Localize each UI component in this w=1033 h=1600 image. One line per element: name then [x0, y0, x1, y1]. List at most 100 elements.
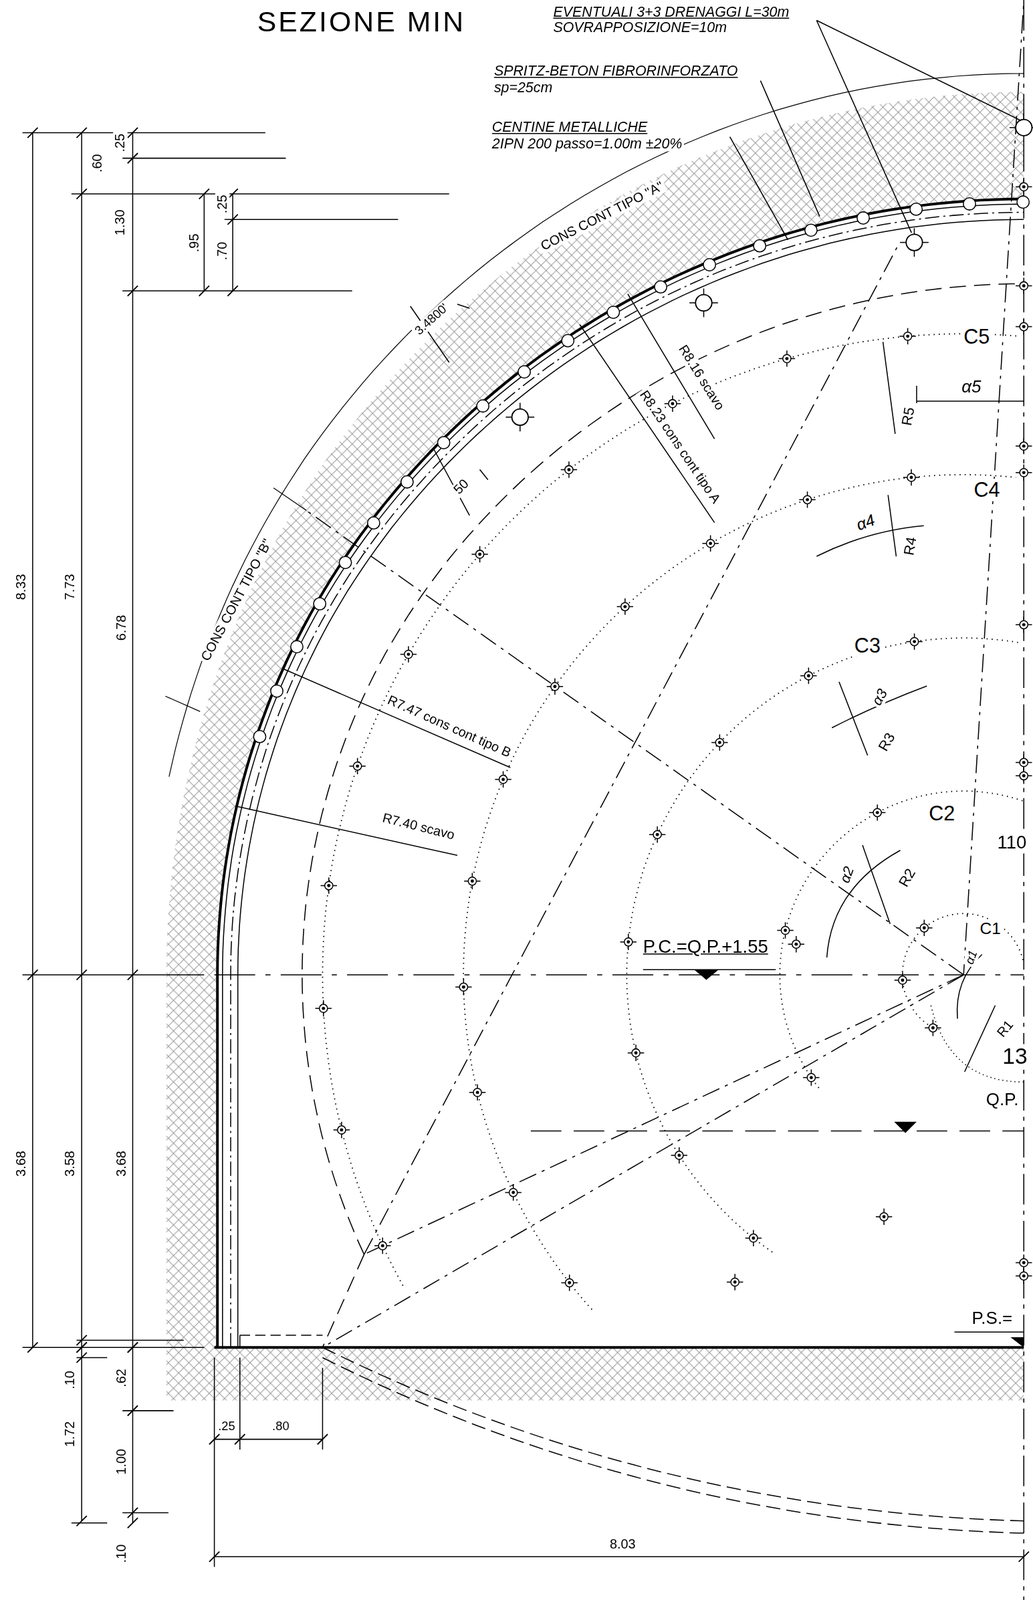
anchor-core: [882, 1214, 886, 1219]
ring-label: C4: [971, 478, 1002, 502]
anchor-tick: [802, 1077, 808, 1079]
anchor-tick: [332, 885, 337, 887]
anchor-tick: [1022, 464, 1025, 469]
anchor-core: [677, 1153, 681, 1157]
drain-hole: [518, 365, 531, 378]
fiberglass-anchor: [509, 1188, 518, 1197]
fiberglass-anchor: [353, 762, 362, 771]
anchor-core: [733, 1280, 737, 1284]
anchor-tick: [1022, 277, 1025, 282]
anchor-tick: [573, 1282, 578, 1284]
extension-line: [122, 1512, 169, 1514]
anchor-tick: [327, 1007, 332, 1009]
anchor-tick: [568, 1287, 571, 1292]
anchor-core: [406, 652, 410, 656]
drain-hole: [313, 597, 326, 610]
anchor-tick: [1027, 1275, 1032, 1278]
anchor-tick: [322, 1012, 325, 1017]
fiberglass-anchor: [749, 1234, 758, 1243]
radius-arrow: [883, 341, 896, 434]
anchor-tick: [340, 1121, 343, 1126]
anchor-tick: [1022, 1267, 1025, 1272]
anchor-tick: [907, 328, 909, 333]
anchor-tick: [899, 335, 904, 337]
dimension-label: .25: [112, 131, 128, 155]
anchor-tick: [1027, 624, 1032, 626]
drawing-title: SEZIONE MIN: [255, 6, 469, 39]
anchor-tick: [340, 1133, 343, 1138]
anchor-core: [623, 605, 627, 609]
anchor-tick: [745, 1237, 750, 1239]
anchor-tick: [386, 1244, 391, 1247]
drain-hole: [654, 280, 667, 293]
angle-tick: [915, 385, 918, 404]
anchor-tick: [869, 812, 874, 814]
anchor-tick: [903, 476, 908, 479]
anchor-tick: [412, 653, 417, 656]
anchor-tick: [936, 1027, 941, 1029]
anchor-tick: [808, 667, 810, 672]
dimension-label: .60: [90, 151, 106, 175]
fiberglass-anchor: [802, 495, 812, 504]
anchor-core: [326, 883, 331, 888]
fiberglass-anchor: [1019, 322, 1028, 331]
anchor-core: [794, 942, 798, 947]
level-marker: [694, 969, 719, 980]
fiberglass-anchor: [804, 671, 813, 680]
anchor-tick: [883, 1220, 885, 1225]
extension-line: [76, 1339, 184, 1342]
fiberglass-anchor: [621, 602, 630, 611]
dimension-tick: [1018, 1551, 1029, 1562]
anchor-tick: [932, 1019, 935, 1024]
dimension-label: .10: [62, 1368, 78, 1392]
anchor-core: [909, 476, 914, 480]
fiberglass-anchor: [1019, 758, 1028, 767]
anchor-core: [875, 811, 880, 815]
anchor-tick: [620, 941, 625, 943]
anchor-tick: [1022, 437, 1025, 442]
level-label: P.S.=: [969, 1309, 1015, 1329]
anchor-core: [462, 985, 466, 989]
anchor-core: [784, 357, 789, 361]
boundary-line: [322, 1254, 364, 1348]
anchor-tick: [381, 1249, 384, 1254]
fiberglass-anchor: [782, 354, 791, 363]
anchor-tick: [798, 499, 803, 501]
anchor-tick: [734, 1286, 736, 1291]
anchor-core: [670, 401, 674, 406]
anchor-core: [905, 334, 910, 338]
dimension-label: 50: [449, 475, 473, 499]
leader-line: [730, 137, 789, 241]
anchor-tick: [1022, 616, 1025, 621]
anchor-tick: [915, 476, 920, 479]
anchor-tick: [479, 558, 481, 563]
rib-axis-line: [230, 212, 1024, 1348]
dimension-label: 1.00: [114, 1446, 130, 1477]
drain-tick: [505, 416, 512, 418]
fiberglass-anchor: [653, 830, 662, 839]
anchor-tick: [683, 1154, 688, 1157]
anchor-core: [339, 1127, 343, 1132]
anchor-tick: [876, 816, 878, 821]
fiberglass-anchor: [404, 649, 413, 658]
anchor-tick: [1022, 330, 1025, 335]
fiberglass-anchor: [873, 808, 882, 817]
anchor-tick: [357, 758, 359, 763]
anchor-tick: [471, 553, 476, 555]
fiberglass-anchor: [1019, 771, 1028, 780]
anchor-tick: [1022, 1254, 1025, 1259]
dimension-line: [80, 132, 83, 1348]
anchor-tick: [472, 885, 474, 890]
anchor-tick: [635, 1045, 637, 1050]
anchor-tick: [795, 948, 797, 953]
anchor-core: [1022, 185, 1026, 189]
anchor-tick: [1022, 628, 1025, 633]
fiberglass-anchor: [903, 332, 912, 341]
anchor-tick: [678, 1159, 680, 1164]
anchor-core: [1022, 760, 1026, 765]
fiberglass-anchor: [1019, 468, 1028, 477]
anchor-tick: [568, 461, 570, 466]
anchor-tick: [752, 1229, 755, 1234]
anchor-tick: [734, 1273, 736, 1278]
